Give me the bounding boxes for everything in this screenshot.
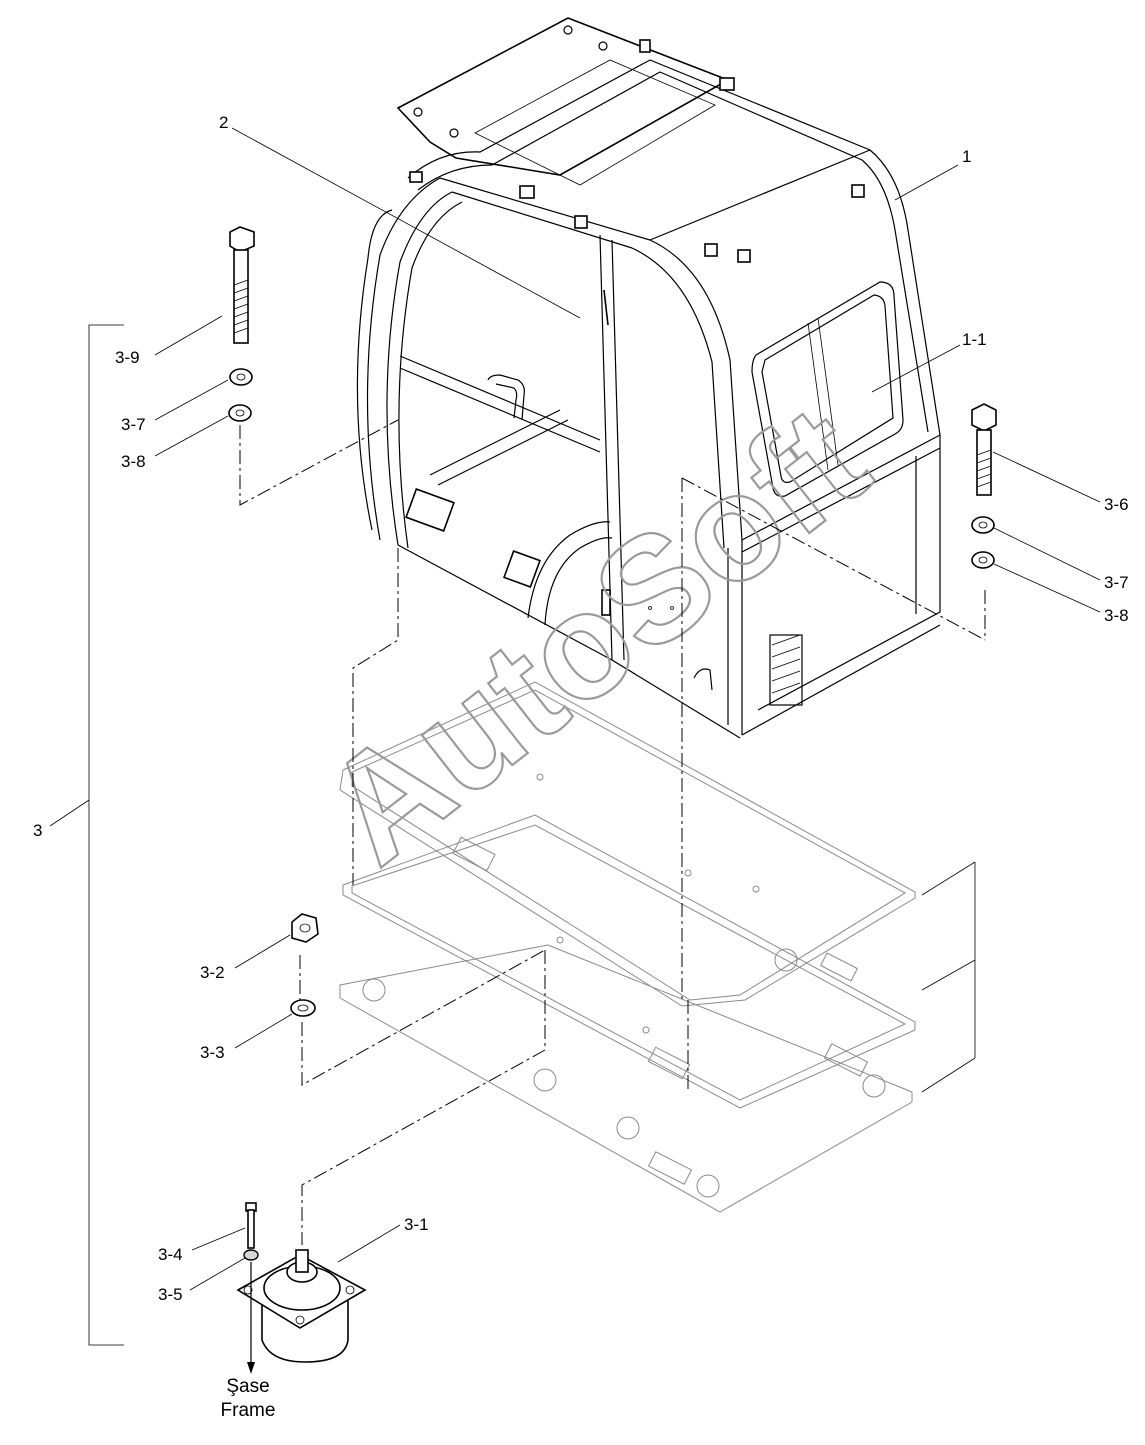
callout-3-2: 3-2: [200, 963, 225, 982]
bolt-3-4: [245, 1202, 257, 1249]
cab-assembly: [356, 17, 941, 739]
callout-3-3: 3-3: [200, 1043, 225, 1062]
roof-hatch-panel: [396, 17, 730, 176]
callout-3-8-right: 3-8: [1104, 606, 1129, 625]
washer-3-3: [290, 999, 316, 1017]
callout-3-4: 3-4: [158, 1245, 183, 1264]
nut-3-2: [291, 913, 319, 943]
floor-plate-lower: [339, 944, 913, 1213]
group-3-bracket: [49, 324, 124, 1346]
frame-arrow: [247, 1262, 255, 1374]
floor-plate-middle: [342, 814, 916, 1109]
spring-washer-3-7-left: [229, 368, 253, 386]
plates-bracket: [921, 861, 976, 1093]
washer-3-5: [243, 1249, 259, 1261]
leader-lines: [154, 127, 1101, 1291]
callout-3: 3: [33, 821, 42, 840]
bolt-3-6: [971, 403, 997, 496]
frame-label-tr: Şase: [226, 1376, 269, 1397]
callout-3-8-left: 3-8: [121, 452, 146, 471]
callout-3-6: 3-6: [1104, 495, 1129, 514]
floor-plate-upper: [339, 681, 916, 1007]
callout-1-1: 1-1: [962, 330, 987, 349]
bolt-3-9: [229, 226, 255, 344]
callout-3-7-right: 3-7: [1104, 573, 1129, 592]
callout-3-7-left: 3-7: [121, 415, 146, 434]
callout-1: 1: [962, 147, 971, 166]
callout-3-9: 3-9: [115, 348, 140, 367]
frame-label-en: Frame: [221, 1400, 276, 1421]
callout-2: 2: [219, 113, 228, 132]
spring-washer-3-7-right: [971, 516, 995, 534]
assembly-lines: [239, 419, 986, 1245]
flat-washer-3-8-left: [228, 404, 252, 422]
watermark: AutoSoft: [294, 373, 896, 895]
flat-washer-3-8-right: [971, 551, 995, 569]
cab-mount-3-1: [236, 1249, 367, 1363]
callout-3-1: 3-1: [404, 1215, 429, 1234]
callout-3-5: 3-5: [158, 1285, 183, 1304]
